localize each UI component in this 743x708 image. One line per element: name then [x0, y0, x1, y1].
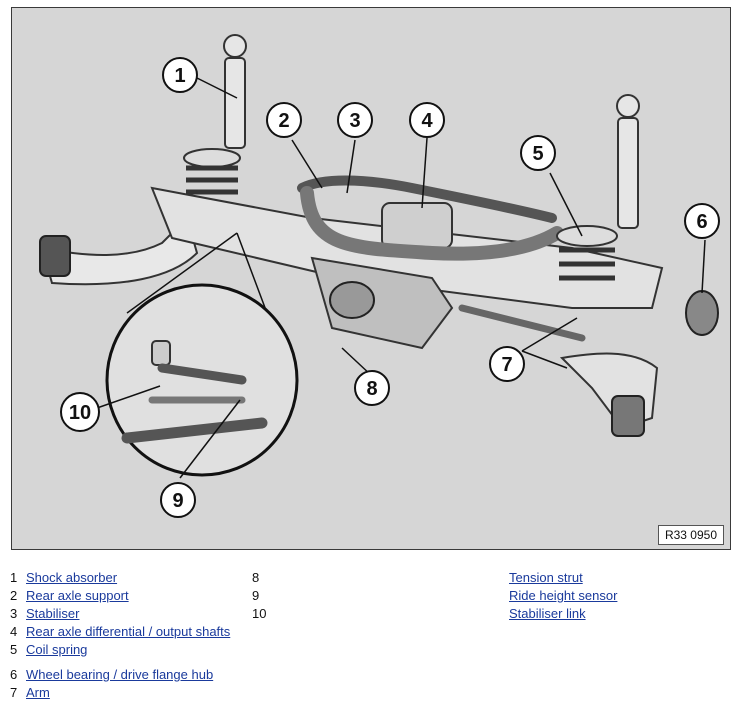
legend-number-10: 10	[252, 606, 267, 621]
legend-number: 1	[10, 570, 18, 585]
right-hub	[685, 290, 719, 336]
svg-text:5: 5	[532, 143, 543, 165]
differential	[381, 202, 453, 249]
left-shock	[224, 57, 246, 149]
svg-text:10: 10	[69, 402, 91, 424]
svg-text:2: 2	[278, 110, 289, 132]
legend-item-1: 1 Shock absorber	[10, 570, 117, 585]
detail-lower-bar	[121, 417, 268, 444]
legend-link-stabiliser-link[interactable]: Stabiliser link	[509, 606, 586, 621]
callout-8: 8	[354, 370, 390, 406]
legend-item-9: Ride height sensor	[509, 588, 617, 603]
legend-link-stabiliser[interactable]: Stabiliser	[26, 606, 80, 621]
svg-text:6: 6	[696, 211, 707, 233]
right-bushing	[611, 395, 645, 437]
legend-item-8: Tension strut	[509, 570, 583, 585]
tension-strut	[458, 304, 586, 342]
diagram-figure: 1 2 3 4 5 6 7 8 9 10 R33 0950	[11, 7, 731, 550]
axle-support-arch	[300, 186, 564, 261]
callout-2: 2	[266, 102, 302, 138]
right-shock-top	[616, 94, 640, 118]
legend-number: 3	[10, 606, 18, 621]
callout-6: 6	[684, 203, 720, 239]
legend-number: 7	[10, 685, 18, 700]
subframe-lower	[310, 256, 454, 350]
zoom-line-a	[126, 232, 238, 314]
left-spring-top	[183, 148, 241, 168]
svg-text:3: 3	[349, 110, 360, 132]
legend-link-rear-axle-support[interactable]: Rear axle support	[26, 588, 129, 603]
legend-item-7: 7 Arm	[10, 685, 50, 700]
legend-item-2: 2 Rear axle support	[10, 588, 129, 603]
svg-text:8: 8	[366, 378, 377, 400]
callout-7: 7	[489, 346, 525, 382]
legend-link-coil-spring[interactable]: Coil spring	[26, 642, 88, 657]
right-shock	[617, 117, 639, 229]
legend-link-wheel-bearing[interactable]: Wheel bearing / drive flange hub	[26, 667, 214, 682]
svg-text:7: 7	[501, 354, 512, 376]
callout-10: 10	[60, 392, 100, 432]
legend-link-shock-absorber[interactable]: Shock absorber	[26, 570, 118, 585]
legend-link-rear-axle-differential[interactable]: Rear axle differential / output shafts	[26, 624, 231, 639]
diff-flange	[329, 281, 375, 319]
right-spring-top	[556, 225, 618, 247]
legend-item-6: 6 Wheel bearing / drive flange hub	[10, 667, 213, 682]
zoom-line-b	[236, 232, 268, 314]
callout-1: 1	[162, 57, 198, 93]
magnifier	[105, 283, 299, 477]
rear-axle-illustration: 1 2 3 4 5 6 7 8 9 10	[39, 34, 720, 518]
detail-link-bracket	[151, 340, 171, 366]
figure-id-label: R33 0950	[657, 525, 724, 545]
legend-item-3: 3 Stabiliser	[10, 606, 79, 621]
legend-number: 5	[10, 642, 18, 657]
left-spring	[186, 165, 238, 195]
detail-stabiliser-link	[157, 363, 247, 385]
legend-item-5: 5 Coil spring	[10, 642, 87, 657]
stabiliser-bar	[297, 175, 557, 223]
callout-3: 3	[337, 102, 373, 138]
legend-number-9: 9	[252, 588, 260, 603]
leader-lines	[96, 77, 706, 479]
svg-text:1: 1	[174, 65, 185, 87]
callout-9: 9	[160, 482, 196, 518]
legend-number: 6	[10, 667, 18, 682]
legend-link-tension-strut[interactable]: Tension strut	[509, 570, 583, 585]
legend-link-arm[interactable]: Arm	[26, 685, 50, 700]
legend-number: 4	[10, 624, 18, 639]
legend-number: 2	[10, 588, 18, 603]
callout-4: 4	[409, 102, 445, 138]
legend-link-ride-height-sensor[interactable]: Ride height sensor	[509, 588, 618, 603]
left-arm	[40, 216, 199, 286]
legend-item-10: Stabiliser link	[509, 606, 586, 621]
right-spring	[559, 247, 615, 281]
legend-item-4: 4 Rear axle differential / output shafts	[10, 624, 230, 639]
svg-text:4: 4	[421, 110, 433, 132]
left-shock-top	[223, 34, 247, 58]
svg-text:9: 9	[172, 490, 183, 512]
legend-number-8: 8	[252, 570, 260, 585]
left-bushing	[39, 235, 71, 277]
callout-5: 5	[520, 135, 556, 171]
